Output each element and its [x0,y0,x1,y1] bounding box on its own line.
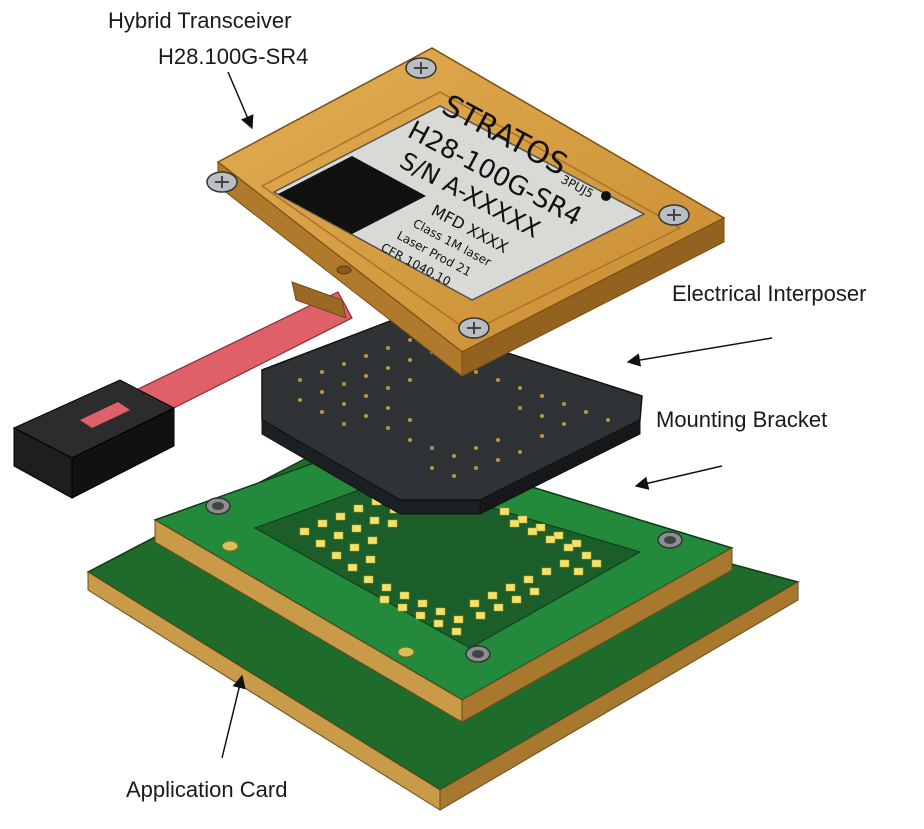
module-screws [206,57,690,339]
arrow-icon [227,71,254,130]
interposer-pins [298,338,610,478]
screw-icon [658,204,690,226]
electrical-interposer [261,317,643,515]
label-transceiver-model: H28.100G-SR4 [158,44,309,69]
screw-icon [405,57,437,79]
arrow-icon [626,337,773,367]
label-application-card: Application Card [126,777,288,802]
hybrid-transceiver [216,47,726,378]
bracket-mounting-holes [205,497,683,663]
arrow-icon [634,465,723,490]
arrow-icon [221,674,246,759]
screw-icon [206,171,238,193]
module-dot [601,191,611,201]
contact-pads [299,497,602,636]
connector-icon [12,379,176,499]
label-electrical-interposer: Electrical Interposer [672,281,867,306]
screw-icon [458,317,490,339]
label-hybrid-transceiver: Hybrid Transceiver [108,8,292,33]
label-mounting-bracket: Mounting Bracket [656,407,828,432]
leader-arrows [221,71,773,759]
mounting-bracket [153,439,734,723]
